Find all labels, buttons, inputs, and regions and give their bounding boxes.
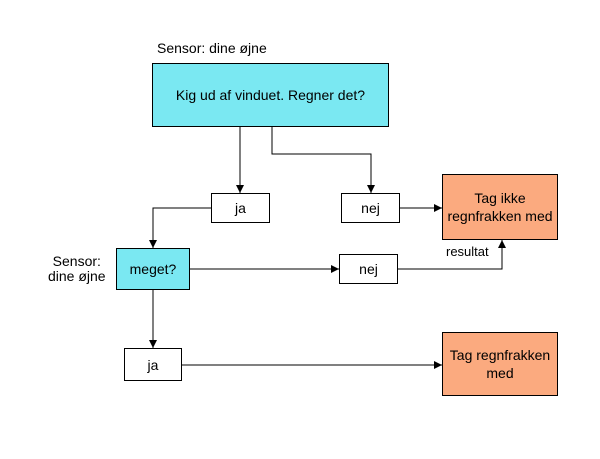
answer-no-1-text: nej [361, 200, 380, 216]
outcome-umbrella-line1: Tag regnfrakken [449, 347, 551, 363]
decision-box-much: meget? [116, 248, 190, 290]
sensor-label-left: Sensor: dine øjne [48, 254, 106, 284]
resultat-label: resultat [446, 244, 489, 259]
answer-no-2-text: nej [359, 261, 378, 277]
outcome-umbrella-line2: med [486, 365, 514, 381]
answer-box-yes-1: ja [211, 193, 270, 223]
sensor-left-line2: dine øjne [48, 268, 106, 284]
connector-ja-to-meget [149, 207, 211, 248]
outcome-no-umbrella-line2: regnfrakken med [447, 208, 553, 224]
outcome-box-umbrella: Tag regnfrakken med [442, 332, 558, 396]
sensor-left-line1: Sensor: [52, 253, 101, 269]
decision-box-rain: Kig ud af vinduet. Regner det? [152, 63, 389, 127]
sensor-label-top: Sensor: dine øjne [157, 40, 267, 56]
connector-nej2-to-no-umbrella [398, 240, 506, 270]
outcome-no-umbrella-line1: Tag ikke [474, 190, 526, 206]
outcome-box-no-umbrella: Tag ikke regnfrakken med [442, 174, 558, 240]
connector-main-to-nej [271, 127, 375, 193]
answer-yes-2-text: ja [147, 356, 159, 373]
answer-box-yes-2: ja [124, 348, 182, 381]
answer-box-no-1: nej [341, 193, 400, 223]
answer-box-no-2: nej [339, 254, 398, 284]
decision-much-text: meget? [129, 261, 177, 277]
decision-rain-text: Kig ud af vinduet. Regner det? [175, 87, 366, 103]
answer-yes-1-text: ja [235, 200, 246, 216]
